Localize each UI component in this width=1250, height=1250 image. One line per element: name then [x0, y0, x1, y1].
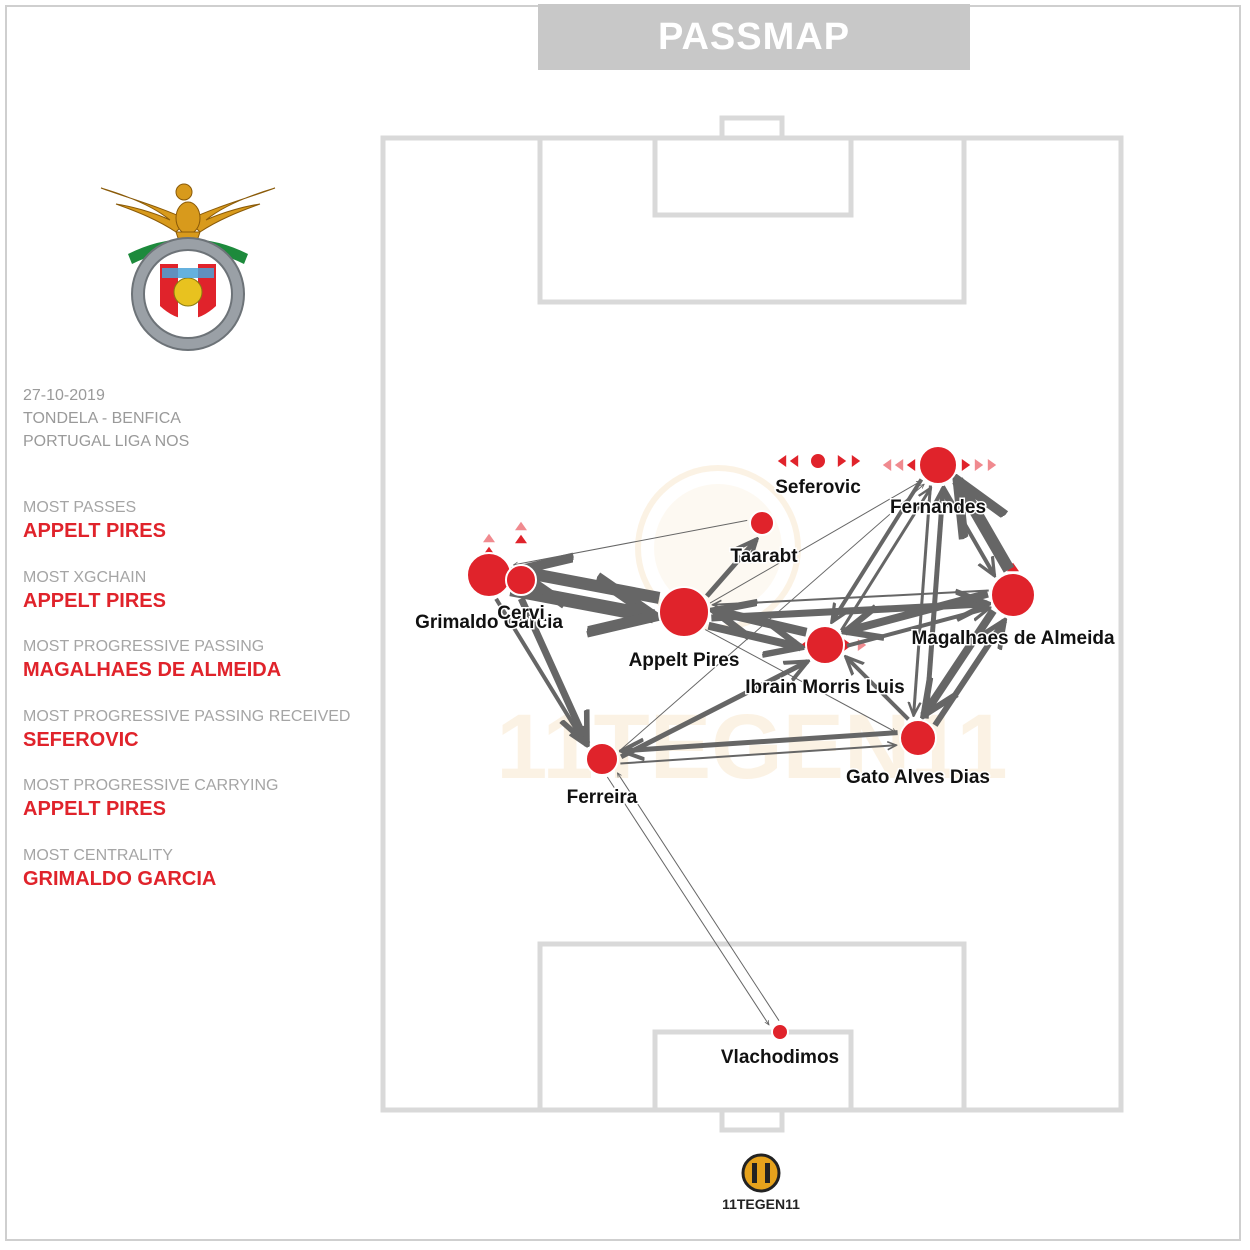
- pass-edge-almeida-to-fernandes: [957, 480, 1015, 573]
- pass-edge-cervi-to-ferreira: [518, 597, 591, 744]
- match-date: 27-10-2019: [23, 387, 105, 404]
- match-info: 27-10-2019 TONDELA - BENFICA PORTUGAL LI…: [23, 384, 189, 453]
- pass-edge-dias-to-luis: [846, 657, 910, 721]
- stat-label: MOST PROGRESSIVE PASSING: [23, 638, 265, 655]
- pass-edge-dias-to-ferreira: [622, 730, 898, 751]
- player-label-pires: Appelt Pires: [629, 650, 740, 671]
- player-nodes: [466, 445, 1036, 1041]
- match-fixture: TONDELA - BENFICA: [23, 410, 181, 427]
- stat-most-centrality: MOST CENTRALITY GRIMALDO GARCIA: [23, 846, 383, 916]
- progression-marker: [777, 455, 787, 467]
- stat-most-progressive-passing: MOST PROGRESSIVE PASSING MAGALHAES DE AL…: [23, 637, 383, 707]
- player-node-cervi: [505, 564, 537, 596]
- pass-edge-luis-to-almeida: [846, 608, 990, 648]
- player-node-pires: [658, 586, 710, 638]
- progression-marker: [961, 459, 971, 471]
- progression-marker: [987, 459, 997, 471]
- top-goal: [719, 115, 785, 141]
- player-label-almeida: Magalhaes de Almeida: [911, 628, 1115, 649]
- player-label-taarabt: Taarabt: [730, 546, 798, 567]
- bottom-goal: [719, 1107, 785, 1133]
- bottom-goal-area: [652, 1029, 854, 1113]
- player-label-luis: Ibrain Morris Luis: [745, 677, 904, 698]
- stat-label: MOST PASSES: [23, 499, 137, 516]
- stat-label: MOST CENTRALITY: [23, 846, 173, 864]
- pass-edge-fernandes-to-dias: [914, 485, 932, 716]
- pass-edge-ferreira-to-dias: [620, 745, 896, 765]
- progression-marker: [483, 533, 495, 543]
- pass-edge-ferreira-to-vlachodimos: [606, 776, 769, 1025]
- page-title-text: PASSMAP: [657, 15, 851, 58]
- match-competition: PORTUGAL LIGA NOS: [23, 433, 190, 450]
- player-node-seferovic: [809, 452, 827, 470]
- pass-edge-dias-to-fernandes: [923, 488, 943, 719]
- player-node-ferreira: [585, 742, 619, 776]
- pass-edge-taarabt-to-grimaldo: [514, 519, 748, 565]
- progression-marker: [882, 459, 892, 471]
- pass-edge-almeida-to-pires: [713, 589, 989, 605]
- pass-edge-pires-to-fernandes: [709, 481, 921, 604]
- stat-label: MOST PROGRESSIVE CARRYING: [23, 777, 279, 794]
- pitch-markings: [380, 115, 1124, 1133]
- pass-edge-ferreira-to-fernandes: [618, 484, 924, 752]
- player-node-almeida: [990, 572, 1036, 618]
- stat-most-passes: MOST PASSES APPELT PIRES: [23, 498, 383, 568]
- progression-marker: [837, 455, 847, 467]
- stat-value: APPELT PIRES: [23, 798, 166, 820]
- pass-edge-ferreira-to-luis: [619, 661, 807, 760]
- page-title: PASSMAP: [538, 4, 970, 70]
- stat-value: SEFEROVIC: [23, 728, 139, 751]
- player-label-seferovic: Seferovic: [775, 477, 861, 498]
- pass-edge-pires-to-taarabt: [704, 539, 757, 598]
- pass-edge-fernandes-to-luis: [832, 478, 924, 622]
- top-penalty-area: [537, 135, 967, 305]
- player-label-cervi: Cervi: [497, 603, 545, 624]
- stat-label: MOST XGCHAIN: [23, 568, 147, 586]
- pass-edge-grimaldo-to-ferreira: [494, 597, 586, 746]
- brand-logo: 11TEGEN11: [722, 1153, 800, 1212]
- player-node-grimaldo: [466, 552, 512, 598]
- player-label-fernandes: Fernandes: [890, 497, 986, 518]
- stat-label: MOST PROGRESSIVE PASSING RECEIVED: [23, 707, 351, 725]
- progression-marker: [515, 521, 527, 531]
- player-node-luis: [805, 625, 845, 665]
- pass-edge-vlachodimos-to-ferreira: [617, 773, 780, 1021]
- top-goal-area: [652, 135, 854, 218]
- pass-edge-dias-to-almeida: [932, 621, 1005, 727]
- player-node-vlachodimos: [771, 1023, 789, 1041]
- progression-marker: [974, 459, 984, 471]
- progression-marker: [851, 455, 861, 467]
- player-node-dias: [899, 719, 937, 757]
- progression-marker: [515, 534, 527, 544]
- player-label-dias: Gato Alves Dias: [846, 767, 990, 788]
- progression-marker: [789, 455, 799, 467]
- pass-edge-cervi-to-pires: [535, 587, 654, 613]
- progression-marker: [906, 459, 916, 471]
- stat-value: APPELT PIRES: [23, 589, 166, 612]
- pass-edge-pires-to-dias: [704, 629, 896, 733]
- player-label-ferreira: Ferreira: [567, 787, 638, 808]
- club-crest-logo: [100, 183, 276, 351]
- player-node-taarabt: [749, 510, 775, 536]
- stat-value: GRIMALDO GARCIA: [23, 867, 217, 890]
- pass-edges: [494, 478, 1015, 1025]
- brand-text: 11TEGEN11: [722, 1196, 800, 1212]
- pass-edge-almeida-to-luis: [845, 589, 989, 632]
- stat-value: APPELT PIRES: [23, 520, 166, 542]
- stats-panel: MOST PASSES APPELT PIRES MOST XGCHAIN AP…: [23, 498, 383, 915]
- stat-most-progressive-carrying: MOST PROGRESSIVE CARRYING APPELT PIRES: [23, 776, 383, 846]
- stat-most-progressive-passing-received: MOST PROGRESSIVE PASSING RECEIVED SEFERO…: [23, 707, 383, 777]
- player-label-vlachodimos: Vlachodimos: [721, 1047, 839, 1068]
- player-node-fernandes: [918, 445, 958, 485]
- progression-marker: [894, 459, 904, 471]
- player-label-grimaldo: Grimaldo Garcia: [415, 612, 563, 633]
- stat-value: MAGALHAES DE ALMEIDA: [23, 659, 282, 681]
- bottom-penalty-area: [537, 941, 967, 1113]
- pass-edge-pires-to-grimaldo: [516, 571, 661, 598]
- stat-most-xgchain: MOST XGCHAIN APPELT PIRES: [23, 568, 383, 638]
